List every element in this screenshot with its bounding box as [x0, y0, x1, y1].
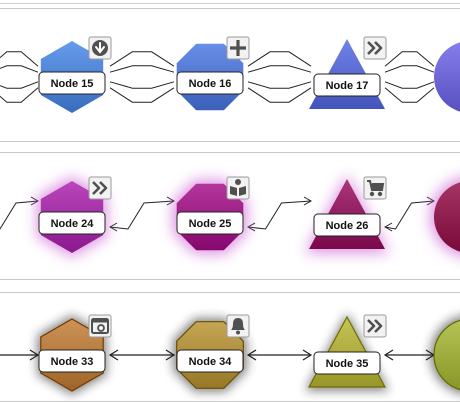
node-label: Node 35 — [326, 358, 369, 370]
node-label-box — [313, 213, 381, 237]
node-label: Node 15 — [51, 78, 94, 90]
diagram-node[interactable]: Node 25 — [173, 176, 250, 254]
circle-shape — [434, 42, 460, 112]
diagram-node[interactable]: Node 33 — [37, 314, 112, 395]
edge — [108, 349, 176, 361]
camera-icon — [91, 318, 109, 334]
node-badge[interactable] — [88, 176, 112, 200]
diagram-node[interactable]: Node 26 — [305, 175, 389, 253]
node-label-box — [313, 73, 381, 97]
node-label: Node 33 — [51, 356, 94, 368]
circle-shape — [433, 319, 460, 391]
plus-icon — [230, 40, 246, 56]
node-badge[interactable] — [88, 36, 112, 60]
diagram-node[interactable]: Node 16 — [176, 36, 250, 111]
edge — [0, 349, 40, 361]
node-label: Node 16 — [189, 78, 232, 90]
diagram-node[interactable]: Node 17 — [309, 36, 387, 109]
node-badge[interactable] — [226, 176, 250, 200]
swimlane-row-3: Node 33 Node 34 Node 35 — [0, 292, 460, 402]
edge — [383, 349, 436, 361]
diagram-node[interactable] — [430, 315, 460, 395]
book-reader-icon — [230, 179, 246, 196]
node-badge[interactable] — [88, 314, 112, 338]
node-label: Node 17 — [326, 80, 369, 92]
node-label-box — [176, 211, 244, 235]
download-icon — [92, 40, 108, 56]
diagram-node[interactable]: Node 24 — [37, 176, 112, 257]
node-label: Node 26 — [326, 220, 369, 232]
diagram-node[interactable] — [430, 177, 460, 257]
double-chevron-icon — [92, 181, 108, 195]
swimlane-row-1: Node 15 Node 16 Node 17 — [0, 8, 460, 142]
edge — [246, 349, 313, 361]
node-badge[interactable] — [226, 36, 250, 60]
stroller-icon — [367, 180, 385, 197]
edge — [0, 51, 39, 103]
double-chevron-icon — [367, 319, 383, 333]
lane-canvas: Node 15 Node 16 Node 17 — [0, 36, 460, 113]
node-badge[interactable] — [363, 36, 387, 60]
bell-icon — [231, 318, 245, 335]
top-rule — [0, 3, 460, 4]
double-chevron-icon — [367, 41, 383, 55]
edge — [0, 196, 40, 230]
node-label-box — [176, 71, 244, 95]
node-label-box — [38, 349, 106, 373]
node-label-box — [38, 71, 106, 95]
diagram-node[interactable] — [434, 41, 460, 113]
swimlane-row-2: Node 24 Node 25 Node 26 — [0, 152, 460, 280]
node-badge[interactable] — [363, 314, 387, 338]
lane-canvas: Node 33 Node 34 Node 35 — [0, 313, 460, 395]
node-label: Node 24 — [51, 218, 95, 230]
node-badge[interactable] — [226, 314, 250, 338]
diagram-node[interactable]: Node 35 — [305, 313, 389, 391]
edge — [246, 196, 313, 232]
node-label-box — [176, 349, 244, 373]
node-label-box — [313, 351, 381, 375]
diagram-node[interactable]: Node 34 — [173, 314, 250, 392]
edge — [383, 196, 436, 232]
circle-shape — [434, 182, 460, 252]
node-badge[interactable] — [363, 176, 387, 200]
edge — [247, 51, 312, 103]
node-label-box — [38, 211, 106, 235]
edge — [384, 51, 435, 103]
lane-canvas: Node 24 Node 25 Node 26 — [0, 175, 460, 257]
node-label: Node 34 — [189, 356, 233, 368]
edge — [109, 51, 175, 103]
diagram-node[interactable]: Node 15 — [38, 36, 112, 113]
edge — [108, 196, 176, 232]
node-label: Node 25 — [189, 218, 232, 230]
